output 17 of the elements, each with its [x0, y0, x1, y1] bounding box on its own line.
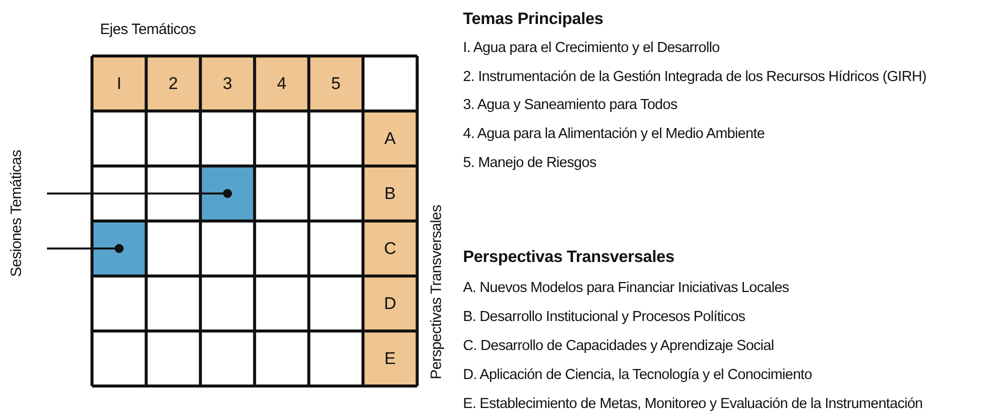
list-item: 2. Instrumentación de la Gestión Integrada de los Recursos Hídricos (GIRH) — [463, 68, 926, 86]
list-item: B. Desarrollo Institucional y Procesos Políticos — [463, 308, 746, 326]
list-item: 3. Agua y Saneamiento para Todos — [463, 96, 678, 114]
list-item: 5. Manejo de Riesgos — [463, 154, 596, 172]
leader-line — [47, 244, 124, 253]
axis-label: Sesiones Temáticas — [8, 150, 26, 277]
list-item: I. Agua para el Crecimiento y el Desarrollo — [463, 39, 720, 57]
list-item: D. Aplicación de Ciencia, la Tecnología y el Conocimiento — [463, 366, 812, 384]
axis-label: Perspectivas Transversales — [428, 205, 446, 380]
axis-label: Ejes Temáticos — [100, 21, 196, 39]
list-item: C. Desarrollo de Capacidades y Aprendizaje Social — [463, 337, 774, 355]
list-item: 4. Agua para la Alimentación y el Medio Ambiente — [463, 125, 765, 143]
list-item: A. Nuevos Modelos para Financiar Iniciativas Locales — [463, 279, 789, 297]
list-item: E. Establecimiento de Metas, Monitoreo y Evaluación de la Instrumentación — [463, 395, 923, 413]
section-heading: Temas Principales — [463, 10, 604, 28]
leader-line — [47, 189, 232, 198]
section-heading: Perspectivas Transversales — [463, 248, 674, 266]
